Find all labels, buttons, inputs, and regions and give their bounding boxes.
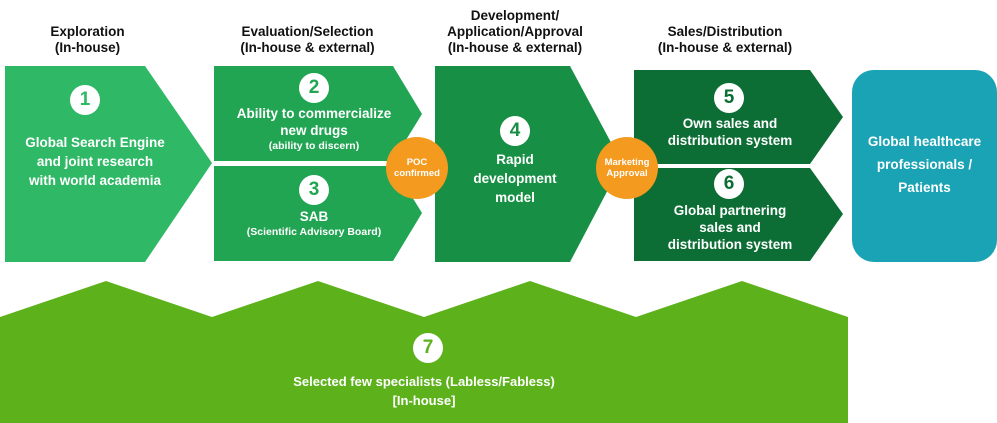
step-3-arrow (214, 166, 422, 261)
target-line: Patients (898, 180, 951, 195)
stage-title-sales: Sales/Distribution (In-house & external) (630, 24, 820, 56)
step-6-line: Global partnering (673, 203, 787, 218)
target-line: professionals / (876, 157, 973, 172)
step-7-number: 7 (413, 333, 443, 363)
step-2-line: new drugs (280, 123, 348, 138)
step-3-line: SAB (299, 209, 329, 224)
step-2-line: Ability to commercialize (236, 106, 392, 121)
step-3-subtitle: (Scientific Advisory Board) (246, 226, 382, 238)
step-6-line: distribution system (667, 237, 793, 252)
step-4-line: Rapid (496, 152, 534, 167)
step-2-subtitle: (ability to discern) (268, 140, 360, 152)
step-4-number: 4 (500, 116, 530, 146)
step-1-arrow (5, 66, 212, 262)
step-1-line: and joint research (36, 154, 154, 169)
poc-confirmed-badge: POC confirmed (386, 137, 448, 199)
step-5-line: distribution system (667, 133, 793, 148)
stage-title-line: Exploration (50, 24, 125, 39)
step-6-text: Global partnering sales and distribution… (640, 202, 820, 253)
stage-title-line: Development/ (470, 8, 560, 23)
step-2-arrow (214, 66, 422, 161)
target-text: Global healthcare professionals / Patien… (852, 130, 997, 199)
step-6-arrow (634, 168, 843, 261)
step-1-line: Global Search Engine (25, 135, 165, 150)
stage-title-exploration: Exploration (In-house) (20, 24, 155, 56)
step-1-number: 1 (70, 85, 100, 115)
step-5-number: 5 (714, 83, 744, 113)
stage-title-line: Evaluation/Selection (241, 24, 374, 39)
stage-title-evaluation: Evaluation/Selection (In-house & externa… (205, 24, 410, 56)
step-4-text: Rapid development model (445, 150, 585, 207)
badge-line: confirmed (394, 168, 440, 179)
marketing-approval-badge: Marketing Approval (596, 137, 658, 199)
stage-title-line: (In-house) (54, 40, 121, 55)
step-6-number: 6 (714, 169, 744, 199)
badge-line: POC (406, 157, 428, 168)
badge-line: Approval (606, 168, 648, 179)
stage-title-line: Sales/Distribution (667, 24, 783, 39)
step-7-line: [In-house] (392, 393, 456, 408)
step-5-text: Own sales and distribution system (640, 115, 820, 149)
stage-title-line: (In-house & external) (447, 40, 583, 55)
stage-title-line: (In-house & external) (657, 40, 793, 55)
badge-line: Marketing (604, 157, 650, 168)
step-4-arrow (435, 66, 622, 262)
step-5-line: Own sales and (682, 116, 778, 131)
step-2-text: Ability to commercialize new drugs (abil… (214, 105, 414, 153)
step-1-text: Global Search Engine and joint research … (5, 133, 185, 190)
step-3-number: 3 (299, 175, 329, 205)
step-7-line: Selected few specialists (Labless/Fables… (293, 374, 555, 389)
stage-title-development: Development/ Application/Approval (In-ho… (420, 8, 610, 56)
step-6-line: sales and (699, 220, 761, 235)
step-4-line: development (473, 171, 557, 186)
step-7-text: Selected few specialists (Labless/Fables… (100, 372, 748, 410)
step-2-number: 2 (299, 73, 329, 103)
target-box (852, 70, 997, 262)
step-5-arrow (634, 70, 843, 164)
stage-title-line: (In-house & external) (240, 40, 375, 55)
step-1-line: with world academia (28, 173, 162, 188)
step-3-text: SAB (Scientific Advisory Board) (214, 208, 414, 239)
stage-title-line: Application/Approval (447, 24, 583, 39)
target-line: Global healthcare (867, 134, 982, 149)
step-4-line: model (495, 190, 535, 205)
